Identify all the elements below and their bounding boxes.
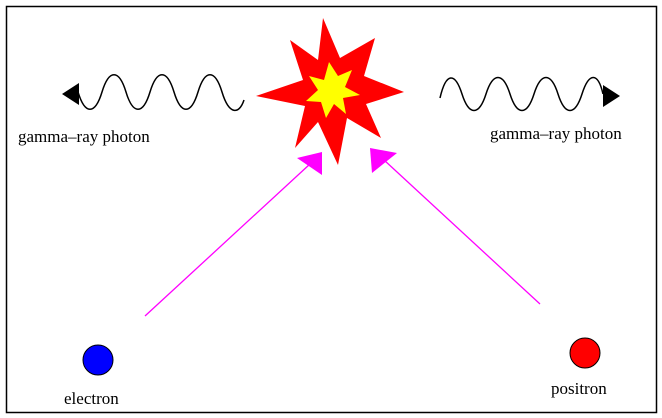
photon-label-left: gamma–ray photon [18,127,150,146]
positron-label: positron [551,379,607,398]
photon-wave-right [439,76,604,112]
positron-trajectory-line [383,159,541,305]
explosion-star-inner [306,62,360,118]
positron-particle [569,337,601,369]
photon-label-right: gamma–ray photon [490,124,622,143]
photon-arrowhead-left [62,83,79,105]
electron-arrowhead [297,152,322,175]
positron-arrowhead [370,148,397,173]
electron-trajectory-line [144,163,311,317]
photon-arrowhead-right [603,85,620,107]
photon-wave-left [77,74,245,111]
electron-label: electron [64,389,119,408]
electron-particle [82,344,114,376]
